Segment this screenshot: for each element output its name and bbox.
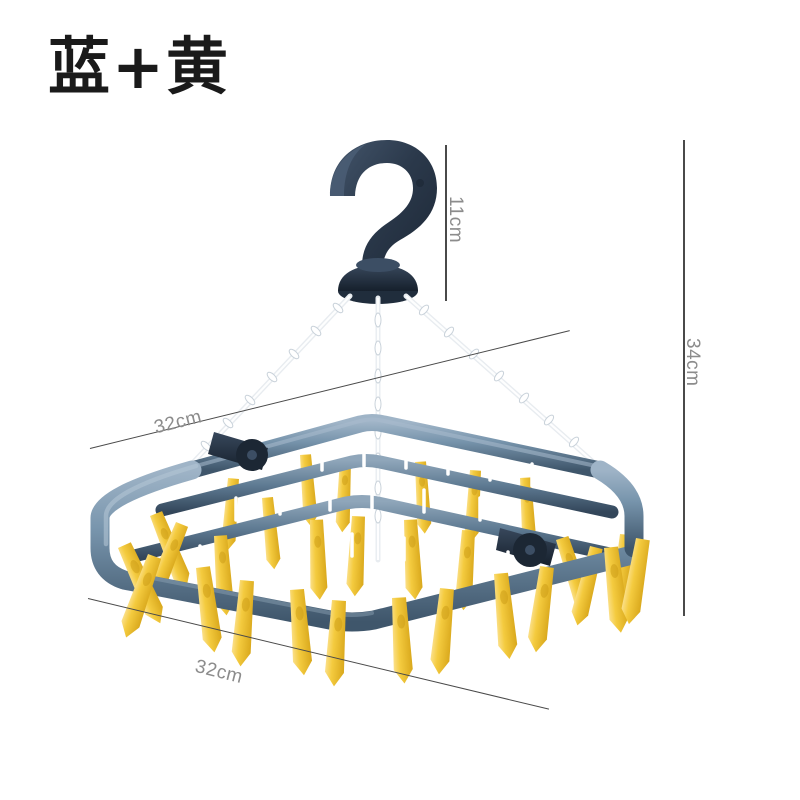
- clip-row-back: [221, 454, 537, 570]
- frame-front-rail: [90, 460, 644, 632]
- suspension-chains: [183, 293, 603, 563]
- dimension-label-total-height: 34cm: [682, 338, 703, 387]
- hinge-joint-left: [208, 432, 268, 471]
- clip-row-middle: [148, 511, 633, 626]
- frame-back-rail: [183, 414, 609, 479]
- dimension-label-hook-height: 11cm: [445, 196, 466, 244]
- variant-title: 蓝+黄: [48, 30, 230, 103]
- dimension-label-frame-width: 32cm: [192, 656, 246, 689]
- dimension-label-frame-depth: 32cm: [152, 406, 205, 439]
- hinge-joint-right: [496, 528, 556, 567]
- dimension-line-total-height: [683, 140, 685, 616]
- frame-inner-rails: [127, 454, 635, 565]
- dimension-line-frame-width: [87, 598, 550, 710]
- dimension-line-hook-height: [445, 145, 447, 301]
- clip-hooks: [198, 442, 534, 576]
- swivel-base: [338, 258, 418, 304]
- chain-links: [185, 295, 601, 560]
- chain-link-holes: [200, 302, 580, 524]
- hanger-hook: [330, 140, 437, 292]
